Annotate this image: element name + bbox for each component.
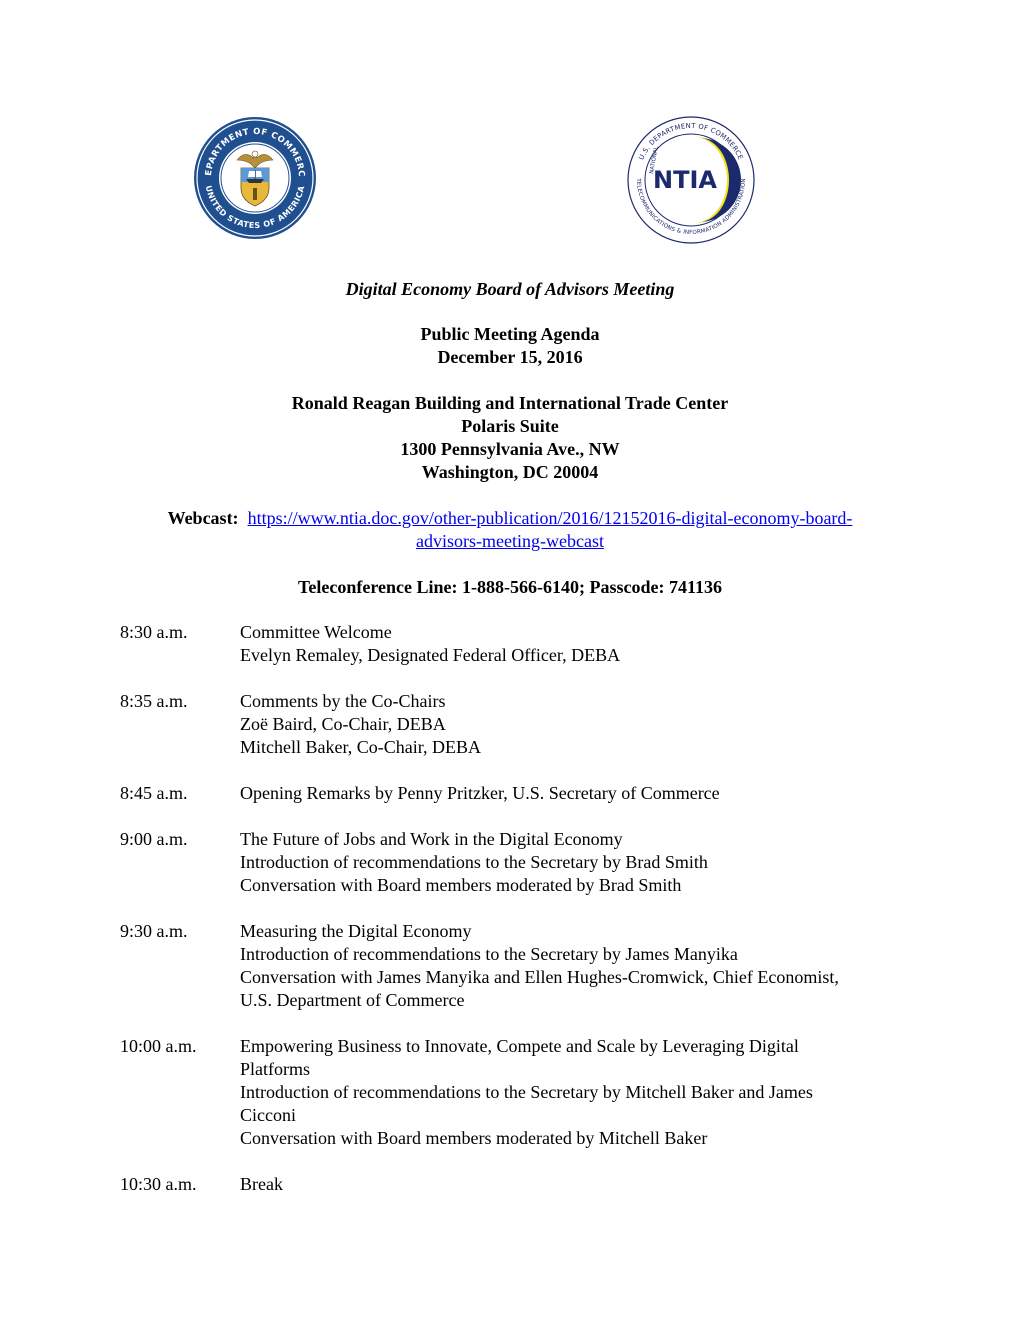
agenda-time: 10:00 a.m. <box>120 1036 197 1056</box>
agenda-line: Measuring the Digital Economy <box>240 921 472 941</box>
ntia-seal: U.S. DEPARTMENT OF COMMERCE TELECOMMUNIC… <box>627 116 755 244</box>
agenda-line: Introduction of recommendations to the S… <box>240 944 738 964</box>
agenda-description: Break <box>240 1173 920 1196</box>
agenda-time: 8:30 a.m. <box>120 622 188 642</box>
agenda-description: Empowering Business to Innovate, Compete… <box>240 1035 920 1150</box>
agenda-item: 10:30 a.m. Break <box>120 1173 920 1196</box>
agenda-header: Public Meeting Agenda December 15, 2016 <box>0 323 1020 369</box>
agenda-time: 10:30 a.m. <box>120 1174 197 1194</box>
agenda-time: 8:35 a.m. <box>120 691 188 711</box>
agenda-line: Mitchell Baker, Co-Chair, DEBA <box>240 737 482 757</box>
webcast-block: Webcast: https://www.ntia.doc.gov/other-… <box>0 507 1020 553</box>
agenda-line: Conversation with Board members moderate… <box>240 875 682 895</box>
svg-text:NATIONAL: NATIONAL <box>649 145 660 174</box>
meeting-title: Digital Economy Board of Advisors Meetin… <box>345 279 675 299</box>
agenda-line: Introduction of recommendations to the S… <box>240 1082 813 1102</box>
venue-building: Ronald Reagan Building and International… <box>291 393 729 413</box>
agenda-description: The Future of Jobs and Work in the Digit… <box>240 828 920 897</box>
agenda-line: U.S. Department of Commerce <box>240 990 465 1010</box>
agenda-line: Cicconi <box>240 1105 296 1125</box>
agenda-time: 8:45 a.m. <box>120 783 188 803</box>
agenda-line: Zoë Baird, Co-Chair, DEBA <box>240 714 446 734</box>
agenda-line: Comments by the Co-Chairs <box>240 691 446 711</box>
agenda-line: The Future of Jobs and Work in the Digit… <box>240 829 623 849</box>
venue-city: Washington, DC 20004 <box>421 462 599 482</box>
agenda-line: Platforms <box>240 1059 310 1079</box>
agenda-line: Introduction of recommendations to the S… <box>240 852 708 872</box>
agenda-line: Break <box>240 1174 283 1194</box>
venue-suite: Polaris Suite <box>461 416 559 436</box>
webcast-link[interactable]: https://www.ntia.doc.gov/other-publicati… <box>247 508 853 551</box>
agenda-item: 8:45 a.m. Opening Remarks by Penny Pritzk… <box>120 782 920 805</box>
department-of-commerce-seal: DEPARTMENT OF COMMERCE UNITED STATES OF … <box>193 116 316 239</box>
agenda-time: 9:30 a.m. <box>120 921 188 941</box>
agenda-line: Conversation with Board members moderate… <box>240 1128 708 1148</box>
venue-block: Ronald Reagan Building and International… <box>0 392 1020 484</box>
teleconference-line: Teleconference Line: 1-888-566-6140; Pas… <box>298 577 722 597</box>
venue-street: 1300 Pennsylvania Ave., NW <box>400 439 620 459</box>
agenda-line: Empowering Business to Innovate, Compete… <box>240 1036 799 1056</box>
webcast-label: Webcast: <box>167 508 239 528</box>
agenda-item: 10:00 a.m. Empowering Business to Innovat… <box>120 1035 920 1150</box>
agenda-line: Conversation with James Manyika and Elle… <box>240 967 839 987</box>
agenda-description: Opening Remarks by Penny Pritzker, U.S. … <box>240 782 920 805</box>
agenda-title: Public Meeting Agenda <box>420 324 600 344</box>
agenda-line: Evelyn Remaley, Designated Federal Offic… <box>240 645 621 665</box>
agenda-line: Opening Remarks by Penny Pritzker, U.S. … <box>240 783 720 803</box>
agenda-line: Committee Welcome <box>240 622 392 642</box>
agenda-item: 9:00 a.m. The Future of Jobs and Work in … <box>120 828 920 897</box>
svg-text:NTIA: NTIA <box>653 166 717 194</box>
meeting-date: December 15, 2016 <box>437 347 583 367</box>
agenda-time: 9:00 a.m. <box>120 829 188 849</box>
